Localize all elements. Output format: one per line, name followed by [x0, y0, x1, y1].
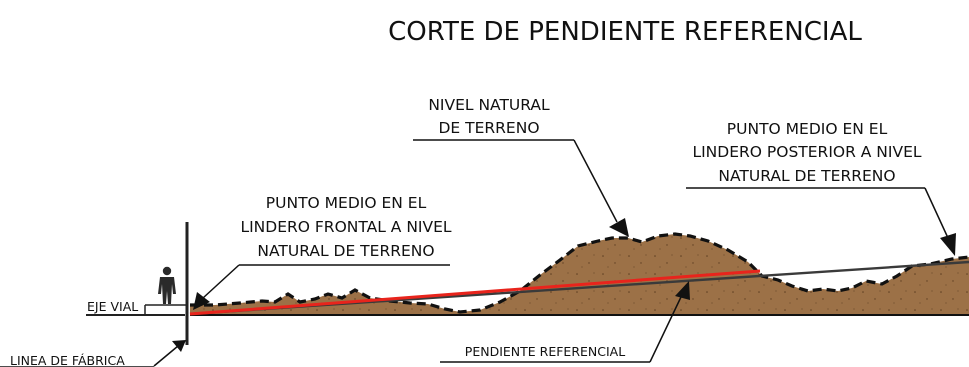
linea-fabrica-label: LINEA DE FÁBRICA — [10, 353, 125, 367]
natural-ground-line — [190, 232, 969, 314]
pendiente-label: PENDIENTE REFERENCIAL — [465, 344, 625, 359]
punto-posterior-label-3: NATURAL DE TERRENO — [718, 167, 895, 185]
linea-fabrica-leader — [0, 340, 186, 367]
punto-frontal-leader — [193, 264, 450, 310]
reference-slope-line — [189, 269, 761, 316]
arrow-head-icon — [193, 292, 210, 310]
punto-posterior-leader — [686, 187, 956, 256]
terrain-fill — [190, 234, 969, 315]
punto-frontal-label-3: NATURAL DE TERRENO — [257, 242, 434, 260]
nivel-natural-leader — [413, 139, 629, 237]
nivel-natural-label-2: DE TERRENO — [438, 119, 539, 137]
punto-frontal-label-2: LINDERO FRONTAL A NIVEL — [240, 218, 451, 236]
arrow-head-icon — [172, 340, 186, 352]
punto-posterior-label-1: PUNTO MEDIO EN EL — [727, 120, 888, 138]
arrow-head-icon — [675, 281, 690, 300]
nivel-natural-label-1: NIVEL NATURAL — [428, 96, 550, 114]
diagram-title: CORTE DE PENDIENTE REFERENCIAL — [388, 17, 862, 47]
person-scale-icon — [158, 266, 176, 304]
punto-frontal-label-1: PUNTO MEDIO EN EL — [266, 194, 427, 212]
eje-vial-label: EJE VIAL — [87, 299, 138, 314]
punto-posterior-label-2: LINDERO POSTERIOR A NIVEL — [692, 143, 921, 161]
arrow-head-icon — [940, 233, 956, 256]
arrow-head-icon — [609, 218, 629, 237]
pendiente-leader — [440, 281, 690, 363]
